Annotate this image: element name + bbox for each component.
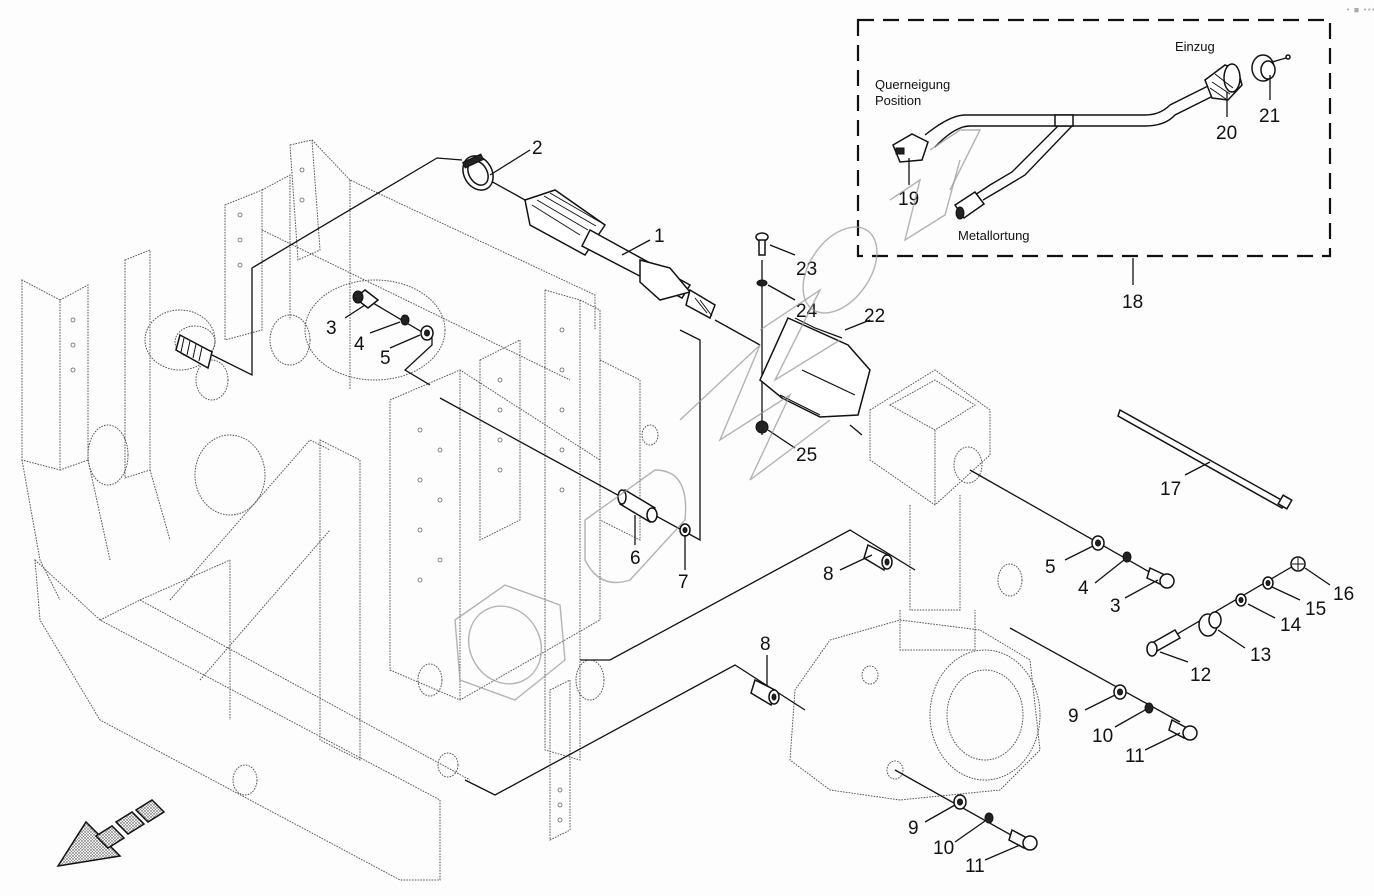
washer-7-icon — [679, 523, 691, 537]
callout-11-lower[interactable]: 11 — [965, 856, 985, 877]
callout-8-upper[interactable]: 8 — [823, 564, 834, 585]
callout-1[interactable]: 1 — [654, 226, 665, 247]
wiring-harness-kit-box: Querneigung Position Einzug Metallortung — [856, 18, 1332, 258]
washer-9-lower-icon — [953, 794, 967, 810]
cable-clip-13-icon — [1198, 611, 1222, 637]
callout-22[interactable]: 22 — [864, 306, 885, 327]
input-shaft-spline-icon — [175, 333, 213, 370]
callout-13[interactable]: 13 — [1250, 645, 1271, 666]
callout-20[interactable]: 20 — [1216, 123, 1237, 144]
washer-5-icon — [420, 325, 434, 341]
nut-16-icon — [1290, 556, 1306, 572]
bushing-upper-icon — [863, 543, 893, 572]
bolt-11-lower-icon — [1008, 828, 1038, 851]
bolt-3-right-icon — [1146, 566, 1175, 589]
callout-9-right[interactable]: 9 — [1068, 706, 1079, 727]
spacer-sleeve-icon — [617, 488, 658, 524]
callout-4-upper[interactable]: 4 — [354, 334, 365, 355]
callout-17[interactable]: 17 — [1160, 479, 1181, 500]
callout-14[interactable]: 14 — [1280, 615, 1302, 636]
washer-14-icon — [1235, 593, 1247, 607]
callout-8-lower[interactable]: 8 — [760, 634, 771, 655]
bolt-23-icon — [755, 232, 769, 256]
watermark — [454, 129, 982, 701]
hose-clamp-icon — [462, 153, 494, 191]
callout-21[interactable]: 21 — [1259, 106, 1280, 127]
washer-24-icon — [756, 279, 768, 287]
callout-6[interactable]: 6 — [630, 548, 641, 569]
callout-12[interactable]: 12 — [1190, 665, 1211, 686]
label-querneigung: Querneigung — [875, 77, 950, 92]
callout-11-right[interactable]: 11 — [1125, 746, 1145, 767]
washer-5-right-icon — [1091, 535, 1105, 551]
callout-2[interactable]: 2 — [532, 138, 543, 159]
bushing-lower-icon — [750, 678, 780, 707]
callout-10-right[interactable]: 10 — [1092, 726, 1113, 747]
screw-12-icon — [1146, 628, 1182, 657]
frame-holes — [70, 167, 565, 823]
guard-cover-icon — [759, 317, 871, 418]
parts — [175, 153, 1306, 851]
nut-25-icon — [755, 420, 769, 434]
connector-19-icon — [892, 133, 929, 163]
callout-16[interactable]: 16 — [1333, 584, 1354, 605]
drive-shaft-icon — [524, 189, 716, 320]
direction-arrow-icon — [56, 799, 166, 868]
callout-leaders — [344, 75, 1331, 861]
callout-5-upper[interactable]: 5 — [380, 348, 391, 369]
callout-numbers: 2 1 3 4 5 6 7 8 8 5 4 3 9 10 11 9 10 11 … — [326, 106, 1354, 877]
label-position: Position — [875, 93, 921, 108]
label-metallortung: Metallortung — [958, 228, 1030, 243]
cable-tie-17-icon — [1117, 408, 1293, 510]
corner-mark: • ■ ••• — [1346, 6, 1374, 14]
callout-3-upper[interactable]: 3 — [326, 318, 337, 339]
bolt-3-icon — [352, 289, 380, 309]
callout-3-right[interactable]: 3 — [1110, 596, 1121, 617]
callout-7[interactable]: 7 — [678, 572, 689, 593]
lock-washer-15-icon — [1262, 576, 1274, 590]
callout-15[interactable]: 15 — [1305, 599, 1326, 620]
metal-detection-sensor-icon — [953, 190, 986, 220]
machine-frame — [21, 139, 659, 881]
callout-4-right[interactable]: 4 — [1078, 578, 1089, 599]
label-einzug: Einzug — [1175, 39, 1215, 54]
callout-9-lower[interactable]: 9 — [908, 818, 919, 839]
callout-25[interactable]: 25 — [796, 445, 817, 466]
round-connector-20-icon — [1204, 63, 1243, 101]
gearbox — [789, 369, 1041, 801]
callout-18[interactable]: 18 — [1122, 292, 1143, 313]
lock-washer-10-lower-icon — [984, 812, 994, 824]
callout-10-lower[interactable]: 10 — [933, 838, 954, 859]
callout-5-right[interactable]: 5 — [1045, 557, 1056, 578]
lock-washer-4-right-icon — [1122, 551, 1132, 563]
lock-washer-10-right-icon — [1144, 702, 1154, 714]
lock-washer-4-icon — [400, 314, 410, 326]
washer-9-right-icon — [1113, 684, 1127, 700]
protective-cap-21-icon — [1251, 54, 1291, 82]
bolt-11-right-icon — [1168, 718, 1198, 741]
